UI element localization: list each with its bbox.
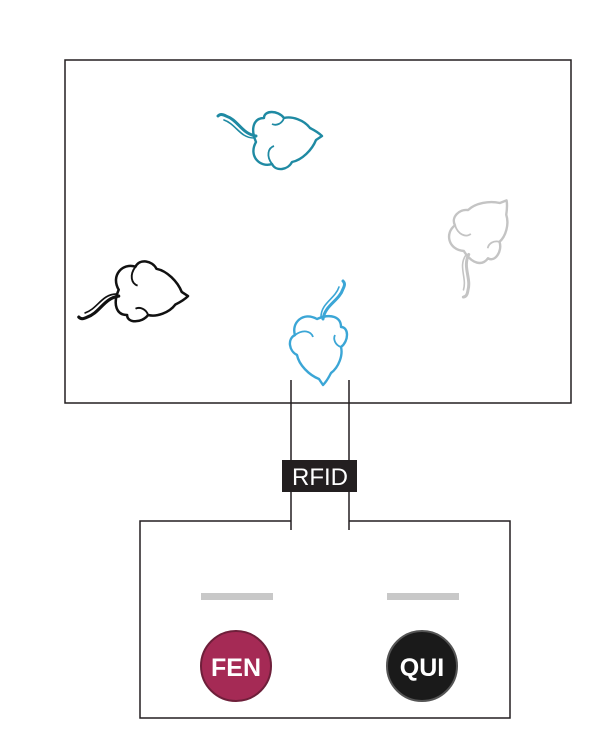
mouse-icon (216, 110, 324, 171)
mouse-icon (288, 279, 349, 387)
rfid-tunnel (290, 380, 350, 530)
indicator-bar-right (387, 593, 459, 600)
indicator-bar-left (201, 593, 273, 600)
rfid-label-text: RFID (292, 464, 348, 491)
fen-button[interactable]: FEN (200, 630, 272, 702)
fen-button-label: FEN (211, 654, 261, 682)
rfid-label: RFID (282, 460, 357, 492)
arena-box (64, 59, 572, 404)
test-chamber (139, 520, 511, 719)
qui-button[interactable]: QUI (386, 630, 458, 702)
mouse-icon (418, 179, 528, 301)
mouse-icon (77, 259, 190, 323)
qui-button-label: QUI (400, 654, 444, 682)
